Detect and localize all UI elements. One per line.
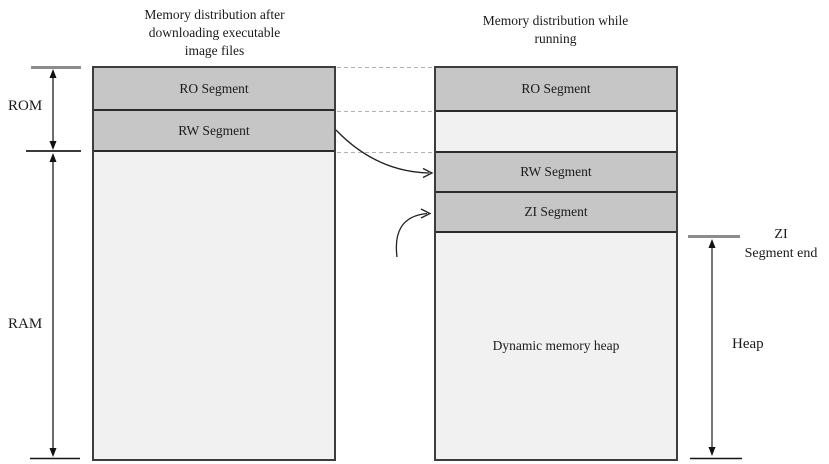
rom-extent-arrowhead-up bbox=[49, 69, 57, 78]
left-column-title: Memory distribution after downloading ex… bbox=[144, 7, 285, 58]
right-zi-segment: ZI Segment bbox=[436, 193, 676, 233]
memory-box-while-running: RO Segment RW Segment ZI Segment Dynamic… bbox=[434, 66, 678, 461]
heap-extent-arrowhead-down bbox=[708, 447, 716, 456]
zi-arrowhead bbox=[420, 208, 432, 219]
rw-copy-arrowhead bbox=[422, 167, 434, 179]
rw-copy-arrow-curve bbox=[335, 129, 430, 174]
dynamic-memory-heap: Dynamic memory heap bbox=[436, 233, 676, 459]
right-rw-segment: RW Segment bbox=[436, 153, 676, 193]
left-rw-segment: RW Segment bbox=[94, 111, 334, 152]
ram-label: RAM bbox=[8, 316, 43, 332]
rom-extent-arrowhead-down bbox=[49, 141, 57, 150]
right-ro-segment-label: RO Segment bbox=[521, 81, 591, 96]
memory-box-after-download: RO Segment RW Segment bbox=[92, 66, 336, 461]
right-zi-segment-label: ZI Segment bbox=[524, 204, 588, 219]
right-ro-segment: RO Segment bbox=[436, 68, 676, 112]
left-ro-segment-label: RO Segment bbox=[179, 80, 249, 96]
left-rw-segment-label: RW Segment bbox=[178, 122, 250, 138]
heap-extent-arrowhead-up bbox=[708, 239, 716, 248]
right-gap-area bbox=[436, 112, 676, 153]
ram-extent-arrowhead-up bbox=[49, 153, 57, 162]
heap-label: Heap bbox=[732, 336, 764, 352]
left-empty-ram-area bbox=[94, 152, 334, 459]
right-column-title: Memory distribution while running bbox=[482, 13, 629, 46]
right-rw-segment-label: RW Segment bbox=[520, 164, 592, 179]
rom-label: ROM bbox=[8, 98, 43, 114]
dynamic-memory-heap-label: Dynamic memory heap bbox=[492, 338, 620, 353]
zi-segment-end-label: ZI Segment end bbox=[744, 227, 818, 261]
zi-arrow-curve bbox=[395, 212, 428, 258]
ram-extent-arrowhead-down bbox=[49, 448, 57, 457]
left-ro-segment: RO Segment bbox=[94, 68, 334, 111]
